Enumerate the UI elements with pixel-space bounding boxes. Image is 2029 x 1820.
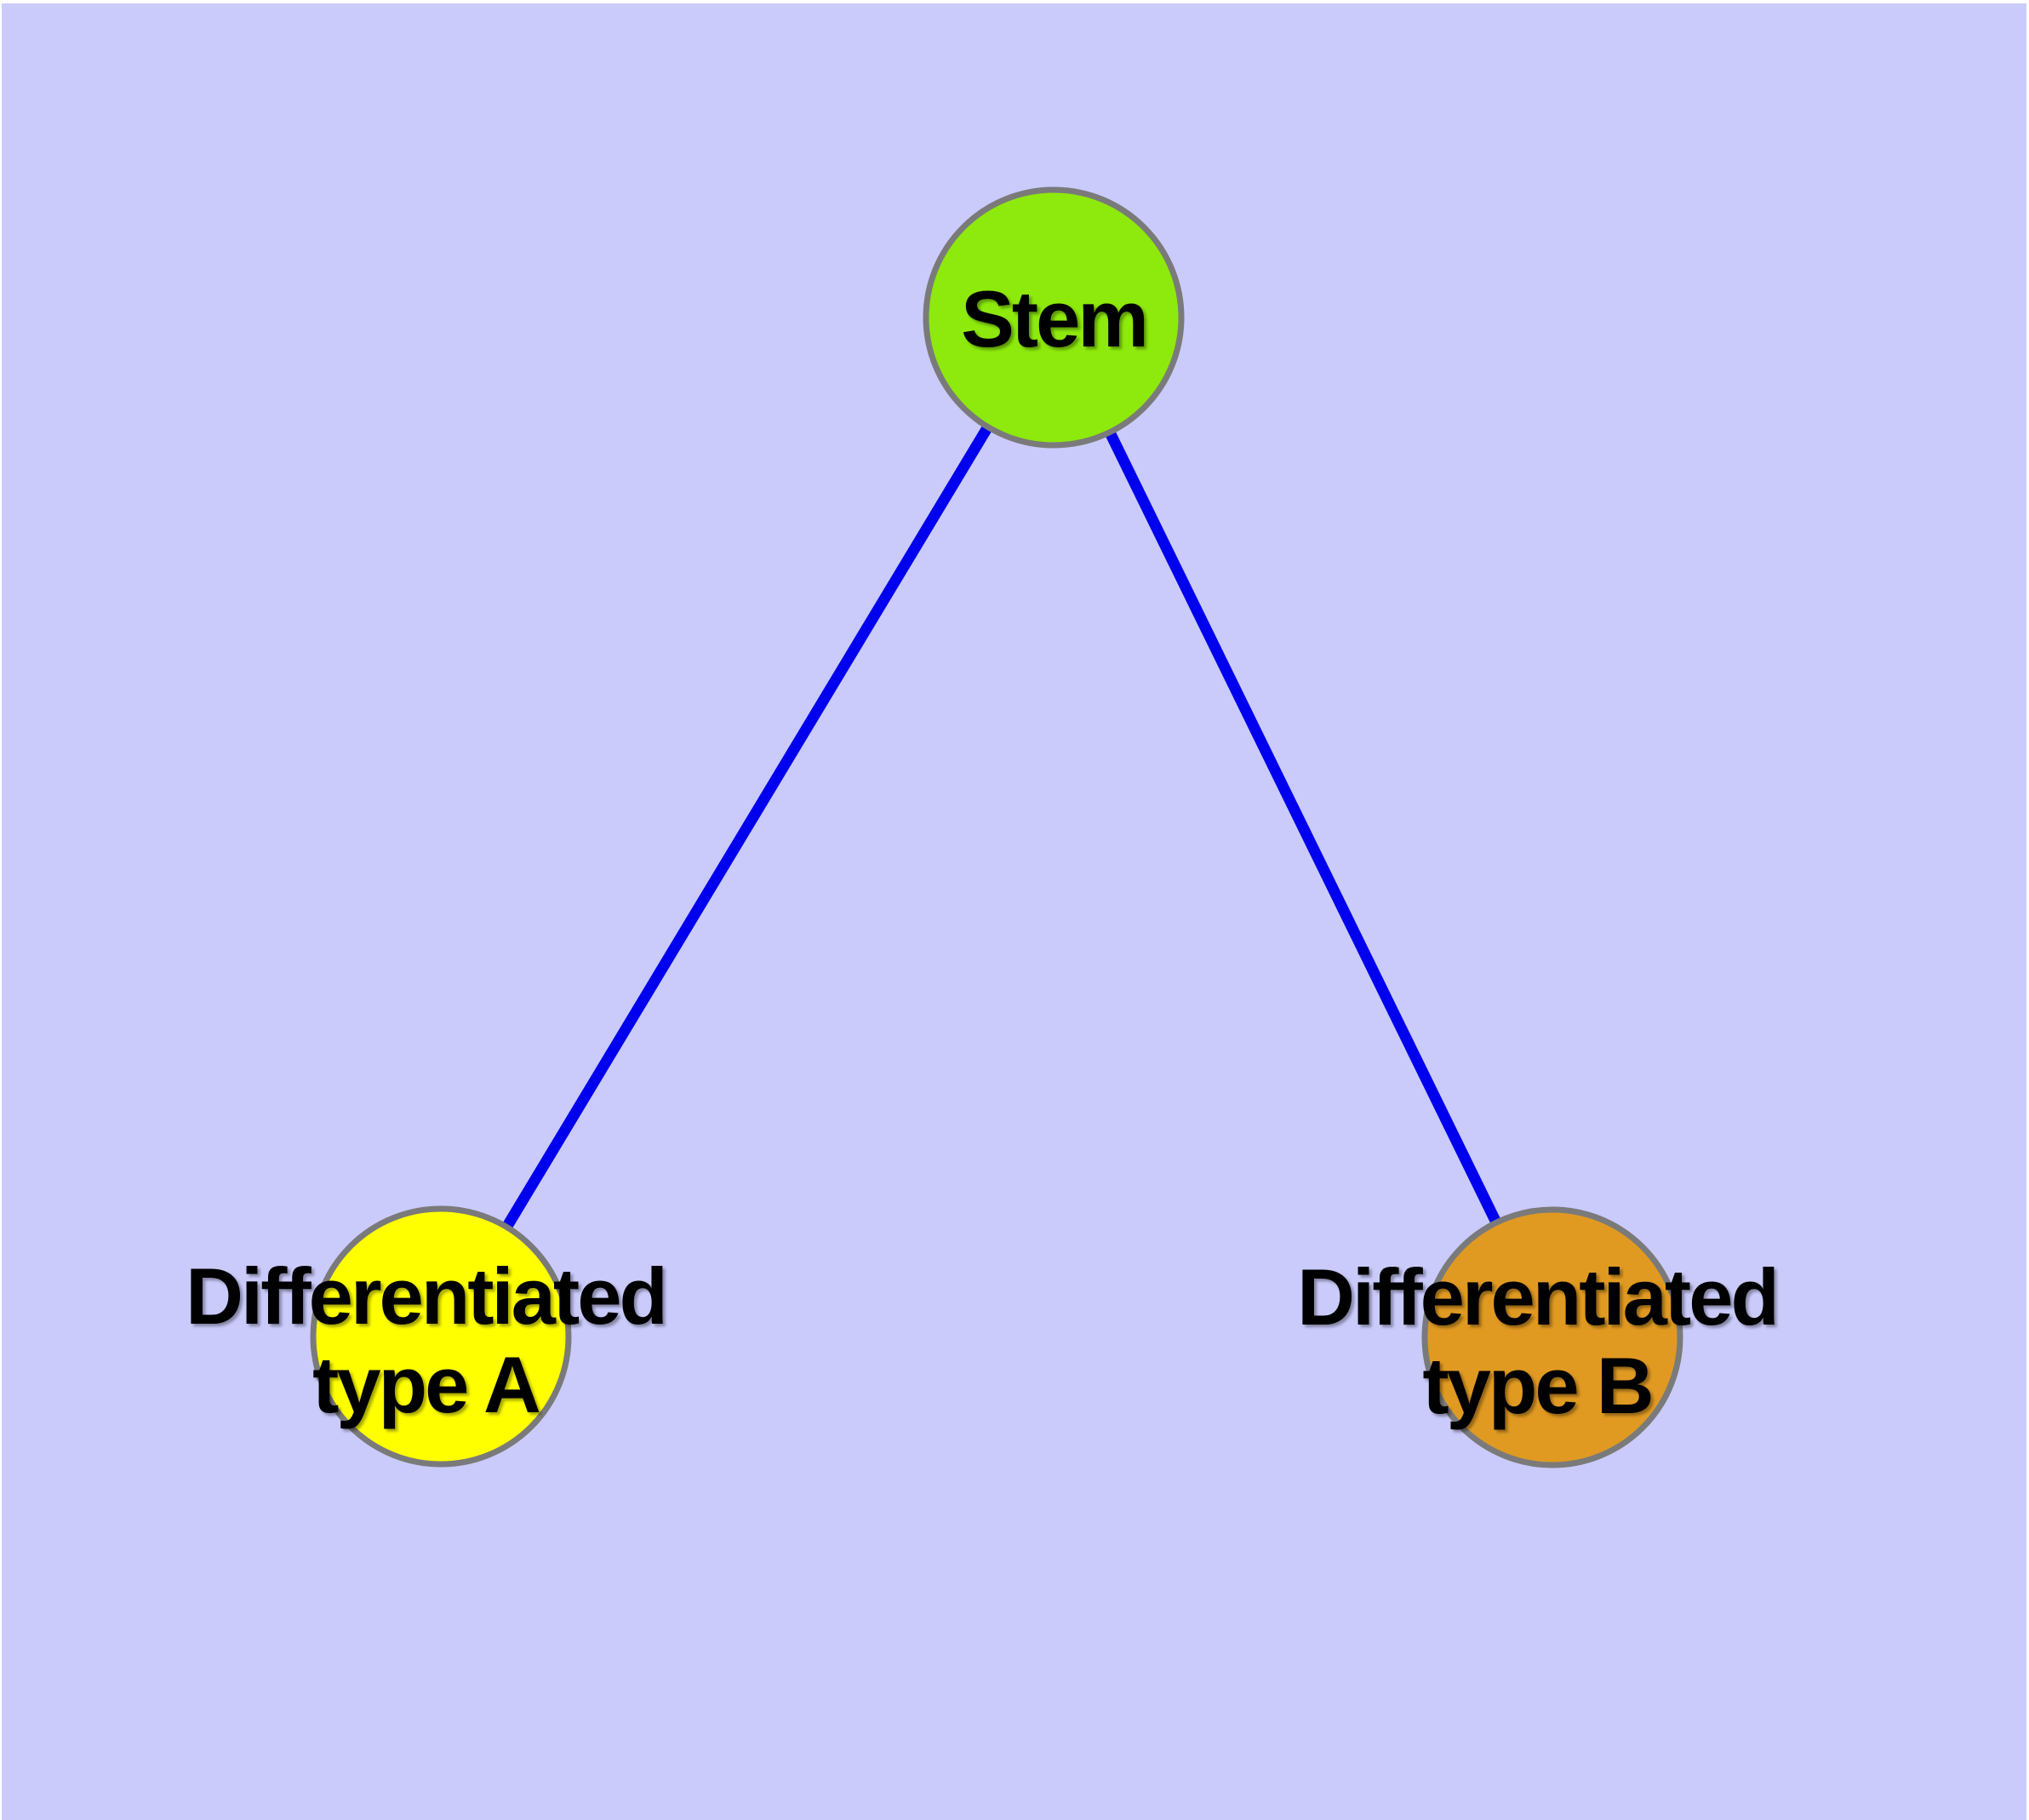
node-circle-type-b	[1421, 1206, 1683, 1468]
node-circle-stem	[923, 186, 1185, 449]
edge-stem-to-type-b	[1049, 315, 1557, 1340]
edge-stem-to-type-a	[436, 314, 1059, 1340]
node-circle-type-a	[310, 1205, 572, 1468]
